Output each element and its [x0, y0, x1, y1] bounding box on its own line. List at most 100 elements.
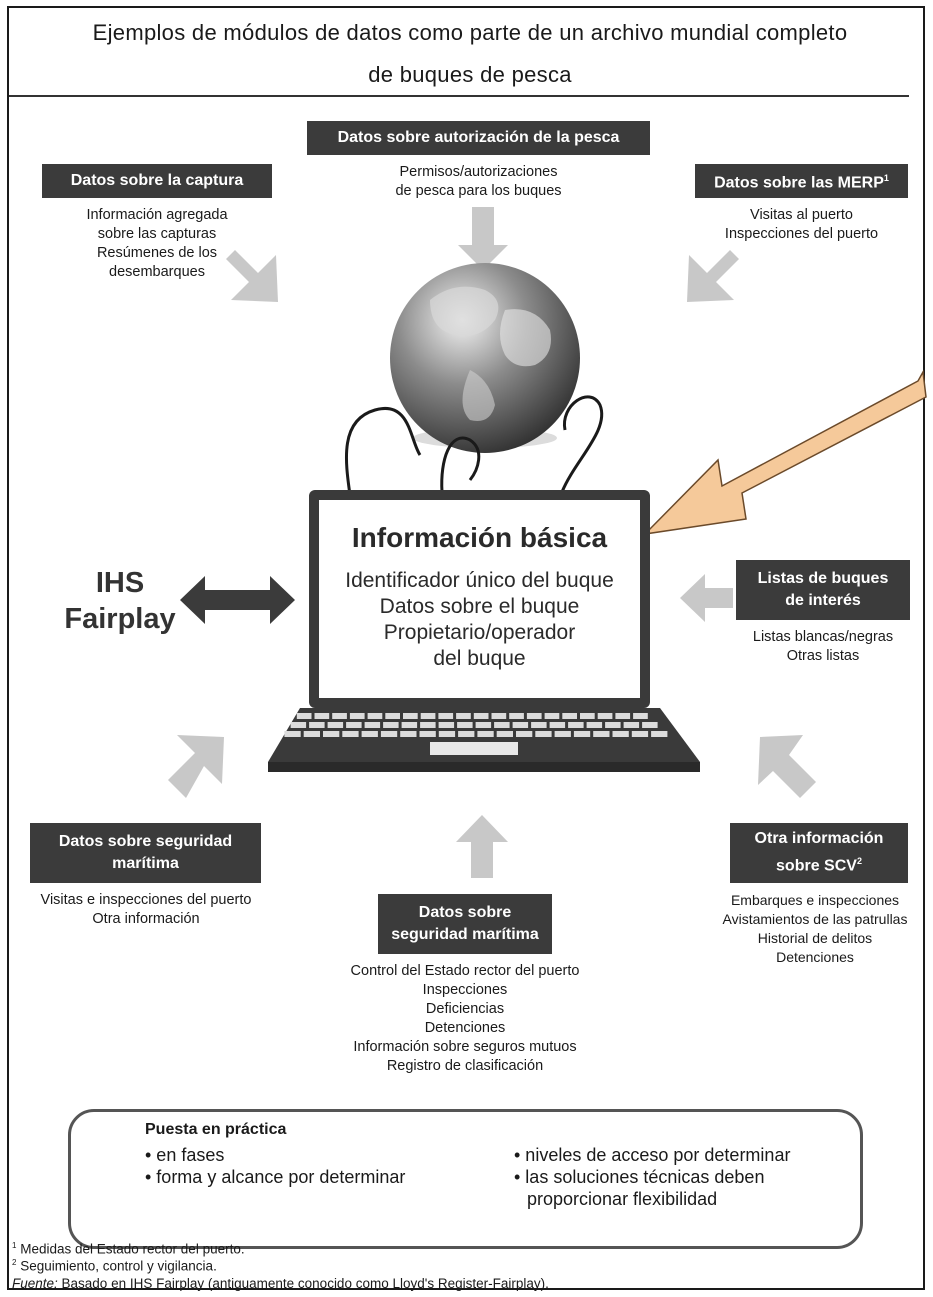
merp-text: Visitas al puerto Inspecciones del puert… — [695, 206, 908, 244]
mcs-line: Detenciones — [776, 949, 854, 965]
keyboard-key — [473, 713, 489, 719]
lists-header-line2: de interés — [785, 592, 861, 609]
arrow-down-right-icon — [226, 250, 278, 302]
authorization-line: Permisos/autorizaciones — [399, 164, 558, 180]
keyboard-key — [631, 731, 649, 737]
merp-line: Visitas al puerto — [750, 207, 853, 223]
keyboard-key — [477, 731, 494, 737]
lists-header-line1: Listas de buques — [757, 570, 889, 587]
mcs-line: Embarques e inspecciones — [730, 892, 900, 908]
keyboard-key — [491, 713, 507, 719]
keyboard-key — [633, 713, 648, 719]
keyboard-key — [526, 713, 542, 719]
keyboard-key — [303, 731, 320, 737]
merp-header-text: Datos sobre las MERP1 — [695, 167, 908, 194]
keyboard-icon — [268, 708, 700, 772]
keyboard-key — [516, 731, 533, 737]
keyboard-key — [419, 731, 436, 737]
mcs-line: Historial de delitos — [757, 930, 873, 946]
merp-header: Datos sobre las MERP1 — [695, 164, 908, 198]
double-arrow-icon — [180, 576, 295, 624]
keyboard-key — [457, 722, 473, 728]
arrow-down-icon — [458, 207, 508, 270]
maritime-safety-left-header: Datos sobre seguridad marítima — [30, 823, 261, 883]
keyboard-key — [623, 722, 640, 728]
laptop-screen — [309, 490, 650, 708]
keyboard-key — [562, 713, 577, 719]
keyboard-key — [554, 731, 571, 737]
keyboard-key — [612, 731, 629, 737]
keyboard-key — [438, 731, 456, 737]
footnote-1: 1 Medidas del Estado rector del puerto. — [12, 1241, 245, 1257]
keyboard-key — [597, 713, 613, 719]
keyboard-key — [496, 731, 513, 737]
ihs-fairplay-label: IHS Fairplay — [50, 565, 190, 637]
keyboard-key — [367, 713, 383, 719]
merp-line: Inspecciones del puerto — [724, 226, 879, 242]
merp-header-label: Datos sobre las MERP — [714, 174, 884, 192]
practice-item: • las soluciones técnicas deben — [514, 1167, 765, 1187]
maritime-safety-center-line: Control del Estado rector del puerto — [350, 963, 580, 979]
keyboard-key — [314, 713, 330, 719]
lists-text: Listas blancas/negras Otras listas — [723, 628, 923, 666]
mcs-header-line2: sobre SCV — [776, 857, 857, 875]
practice-item: • niveles de acceso por determinar — [514, 1145, 791, 1165]
core-list: Identificador único del buque Datos sobr… — [309, 568, 650, 672]
maritime-safety-left-line: Visitas e inspecciones del puerto — [40, 892, 252, 908]
maritime-safety-center-line: Deficiencias — [425, 1001, 505, 1017]
catch-line: Información agregada — [86, 207, 228, 223]
maritime-safety-left-line: Otra información — [92, 911, 200, 927]
figure-frame — [7, 6, 925, 1290]
lists-line: Listas blancas/negras — [752, 629, 894, 645]
maritime-safety-center-header: Datos sobre seguridad marítima — [378, 894, 552, 954]
keyboard-key — [438, 722, 455, 728]
laptop-screen-inner — [319, 500, 640, 698]
footnote-2-mark: 2 — [12, 1258, 17, 1267]
catch-line: sobre las capturas — [97, 226, 217, 242]
practice-box — [68, 1109, 863, 1249]
source-note: Fuente: Basado en IHS Fairplay (antiguam… — [12, 1276, 549, 1291]
keyboard-key — [509, 713, 524, 719]
keyboard-key — [642, 722, 658, 728]
keyboard-key — [400, 731, 417, 737]
keyboard-key — [651, 731, 668, 737]
keyboard-key — [284, 731, 301, 737]
keyboard-key — [364, 722, 381, 728]
keyboard-key — [361, 731, 378, 737]
keyboard-key — [420, 722, 436, 728]
keyboard-key — [512, 722, 529, 728]
mcs-text: Embarques e inspecciones Avistamientos d… — [706, 891, 924, 967]
practice-right: • niveles de acceso por determinar • las… — [514, 1144, 790, 1210]
keyboard-key — [615, 713, 631, 719]
practice-title: Puesta en práctica — [145, 1121, 287, 1138]
maritime-safety-center-line: Inspecciones — [422, 982, 508, 998]
figure-title-line1: Ejemplos de módulos de datos como parte … — [92, 20, 848, 45]
core-line: Datos sobre el buque — [379, 595, 580, 618]
authorization-header: Datos sobre autorización de la pesca — [307, 121, 650, 155]
keyboard-key — [327, 722, 344, 728]
authorization-header-text: Datos sobre autorización de la pesca — [337, 129, 620, 146]
keyboard-key — [580, 713, 595, 719]
keyboard-key — [383, 722, 399, 728]
keyboard-key — [401, 722, 418, 728]
arrow-up-left-icon — [758, 735, 816, 798]
maritime-safety-left-header-line2: marítima — [112, 855, 179, 872]
lists-line: Otras listas — [786, 648, 860, 664]
catch-header: Datos sobre la captura — [42, 164, 272, 198]
keyboard-key — [403, 713, 418, 719]
catch-text: Información agregada sobre las capturas … — [42, 206, 272, 282]
footnote-1-text: Medidas del Estado rector del puerto. — [20, 1241, 245, 1257]
keyboard-key — [494, 722, 510, 728]
keyboard-key — [296, 713, 312, 719]
practice-item: proporcionar flexibilidad — [527, 1189, 718, 1209]
keyboard-key — [342, 731, 359, 737]
keyboard-key — [438, 713, 454, 719]
footnote-2: 2 Seguimiento, control y vigilancia. — [12, 1258, 217, 1274]
maritime-safety-center-header-line1: Datos sobre — [418, 904, 512, 921]
arrow-left-icon — [680, 574, 733, 622]
keyboard-key — [332, 713, 347, 719]
keyboard-key — [475, 722, 492, 728]
keyboard-key — [549, 722, 566, 728]
keyboard-key — [605, 722, 621, 728]
